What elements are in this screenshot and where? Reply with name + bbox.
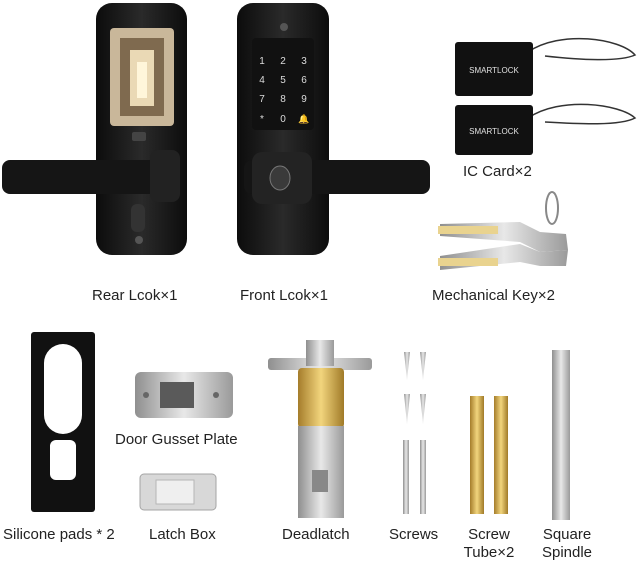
card-brand-text: SMARTLOCK (469, 66, 519, 75)
ic-cards: SMARTLOCK SMARTLOCK (455, 37, 637, 155)
key-7[interactable]: 7 (259, 94, 265, 105)
key-3[interactable]: 3 (301, 56, 307, 67)
key-9[interactable]: 9 (301, 94, 307, 105)
silicone-pads-label: Silicone pads * 2 (3, 526, 115, 543)
screw-tube-label-line2: Tube×2 (463, 544, 515, 561)
card-brand-text: SMARTLOCK (469, 127, 519, 136)
screw-tube-label-line1: Screw (468, 526, 510, 543)
latch-box-label: Latch Box (149, 526, 216, 543)
latch-box (139, 473, 217, 511)
screws-label: Screws (389, 526, 439, 543)
rear-lock-label: Rear Lcok×1 (92, 287, 178, 304)
key-6[interactable]: 6 (301, 75, 307, 86)
deadlatch (268, 340, 372, 518)
square-spindle (552, 350, 570, 520)
key-8[interactable]: 8 (280, 94, 286, 105)
mechanical-key-label: Mechanical Key×2 (432, 287, 555, 304)
key-4[interactable]: 4 (259, 75, 265, 86)
key-star[interactable]: * (260, 114, 264, 125)
key-1[interactable]: 1 (259, 56, 265, 67)
mechanical-keys (438, 191, 568, 270)
screws (403, 352, 426, 514)
door-gusset-plate (135, 372, 233, 418)
key-2[interactable]: 2 (280, 56, 286, 67)
front-lock: 1 2 3 4 5 6 7 8 9 * 0 🔔 (237, 3, 430, 255)
square-spindle-label: Square Spindle (534, 526, 600, 562)
bell-icon[interactable]: 🔔 (298, 114, 309, 124)
screw-tubes (470, 396, 508, 514)
key-5[interactable]: 5 (280, 75, 286, 86)
square-spindle-label-line2: Spindle (541, 544, 593, 561)
square-spindle-label-line1: Square (542, 526, 592, 543)
keypad: 1 2 3 4 5 6 7 8 9 * 0 🔔 (259, 56, 309, 125)
front-lock-label: Front Lcok×1 (240, 287, 328, 304)
fingerprint-sensor-icon (269, 165, 291, 191)
door-gusset-plate-label: Door Gusset Plate (115, 431, 238, 448)
key-0[interactable]: 0 (280, 114, 286, 125)
rear-lock (2, 3, 187, 255)
ic-card-label: IC Card×2 (463, 163, 532, 180)
screw-tube-label: Screw Tube×2 (456, 526, 522, 562)
silicone-pad (31, 332, 95, 512)
deadlatch-label: Deadlatch (282, 526, 350, 543)
